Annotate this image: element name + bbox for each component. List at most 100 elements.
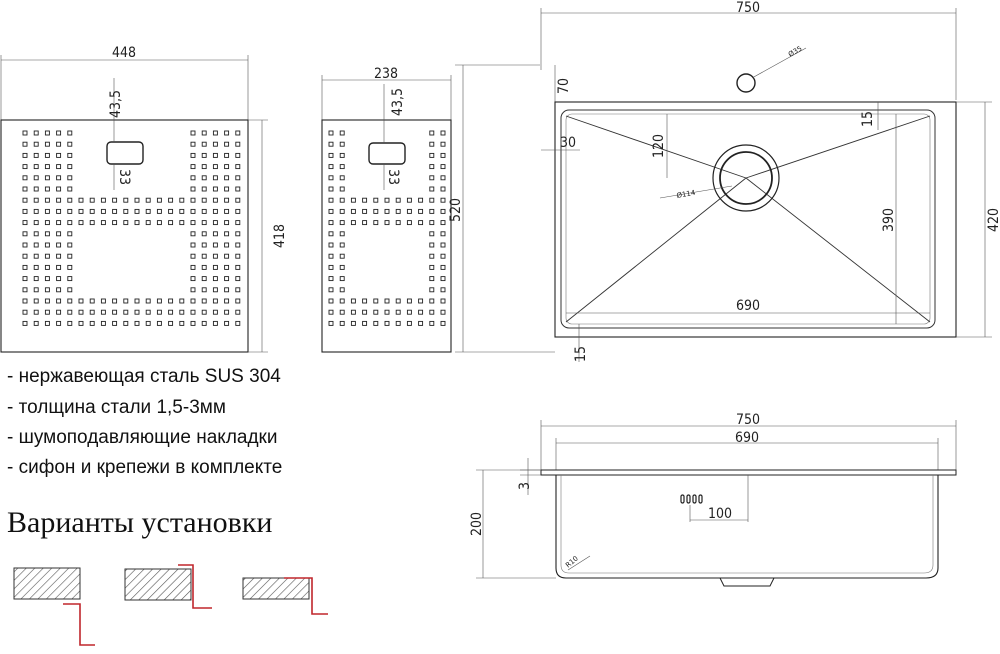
dim-drain-diameter: Ø114 <box>676 189 697 200</box>
perforation-dot <box>350 208 356 214</box>
perforation-dot <box>395 298 401 304</box>
perforation-dot <box>395 208 401 214</box>
perforation-dot <box>190 164 196 170</box>
perforation-dot <box>22 242 28 248</box>
perforation-dot <box>123 208 129 214</box>
perforation-dot <box>123 309 129 315</box>
perforation-dot <box>123 320 129 326</box>
perforation-dot <box>44 197 50 203</box>
perforation-dot <box>112 309 118 315</box>
perforation-dot <box>22 141 28 147</box>
perforation-dot <box>33 208 39 214</box>
perforation-dot <box>33 276 39 282</box>
perforation-dot <box>328 164 334 170</box>
perforation-dot <box>328 320 334 326</box>
perforation-dot <box>339 298 345 304</box>
perforation-dot <box>56 175 62 181</box>
perforation-dot <box>67 298 73 304</box>
perforation-dot <box>190 197 196 203</box>
perforation-dot <box>235 309 241 315</box>
perforation-dot <box>339 231 345 237</box>
dim-side-width: 750 <box>736 412 760 428</box>
perforation-dot <box>406 298 412 304</box>
perforation-dot <box>56 197 62 203</box>
perforation-dot <box>22 175 28 181</box>
perforation-dot <box>67 152 73 158</box>
perforation-dot <box>44 287 50 293</box>
perforation-dot <box>56 208 62 214</box>
perforation-dot <box>224 164 230 170</box>
perforation-dot <box>339 164 345 170</box>
perforation-dot <box>33 242 39 248</box>
perforation-dot <box>33 152 39 158</box>
perforation-dot <box>224 309 230 315</box>
perforation-dot <box>350 309 356 315</box>
perforation-dot <box>339 264 345 270</box>
perforation-dot <box>339 220 345 226</box>
perforation-dot <box>22 276 28 282</box>
perforation-dot <box>429 220 435 226</box>
perforation-dot <box>201 208 207 214</box>
perforation-dot <box>44 164 50 170</box>
small-grid-handle-slot <box>368 142 406 165</box>
perforation-dot <box>328 276 334 282</box>
perforation-dot <box>328 309 334 315</box>
perforation-dot <box>224 231 230 237</box>
perforation-dot <box>168 197 174 203</box>
perforation-dot <box>339 253 345 259</box>
perforation-dot <box>235 197 241 203</box>
perforation-dot <box>22 231 28 237</box>
perforation-dot <box>328 220 334 226</box>
perforation-dot <box>22 264 28 270</box>
perforation-dot <box>89 220 95 226</box>
overflow-slots <box>680 494 703 504</box>
perforation-dot <box>440 231 446 237</box>
perforation-dot <box>328 287 334 293</box>
perforation-dot <box>339 186 345 192</box>
perforation-dot <box>235 231 241 237</box>
perforation-dot <box>134 320 140 326</box>
perforation-dot <box>67 287 73 293</box>
dim-bottom-margin: 15 <box>573 346 589 362</box>
perforation-dot <box>212 309 218 315</box>
perforation-dot <box>328 253 334 259</box>
perforation-dot <box>339 320 345 326</box>
perforation-dot <box>44 141 50 147</box>
perforation-dot <box>373 320 379 326</box>
perforation-dot <box>201 253 207 259</box>
perforation-dot <box>440 208 446 214</box>
perforation-dot <box>224 242 230 248</box>
perforation-dot <box>67 276 73 282</box>
perforation-dot <box>201 320 207 326</box>
perforation-dot <box>339 197 345 203</box>
perforation-dot <box>190 186 196 192</box>
perforation-dot <box>44 220 50 226</box>
perforation-dot <box>212 130 218 136</box>
perforation-dot <box>212 152 218 158</box>
perforation-dot <box>429 253 435 259</box>
perforation-dot <box>134 208 140 214</box>
perforation-dot <box>22 287 28 293</box>
perforation-dot <box>156 320 162 326</box>
perforation-dot <box>33 175 39 181</box>
perforation-dot <box>384 220 390 226</box>
perforation-dot <box>406 320 412 326</box>
perforation-dot <box>67 130 73 136</box>
perforation-dot <box>134 197 140 203</box>
perforation-dot <box>429 309 435 315</box>
perforation-dot <box>406 220 412 226</box>
perforation-dot <box>224 141 230 147</box>
perforation-dot <box>201 309 207 315</box>
perforation-dot <box>429 276 435 282</box>
perforation-dot <box>67 164 73 170</box>
perforation-dot <box>362 208 368 214</box>
perforation-dot <box>224 320 230 326</box>
dim-overall-height: 520 <box>448 198 464 222</box>
perforation-dot <box>418 208 424 214</box>
perforation-dot <box>235 175 241 181</box>
perforation-dot <box>235 208 241 214</box>
perforation-dot <box>429 287 435 293</box>
perforation-dot <box>22 130 28 136</box>
dim-large-height: 418 <box>272 224 288 248</box>
perforation-dot <box>328 130 334 136</box>
